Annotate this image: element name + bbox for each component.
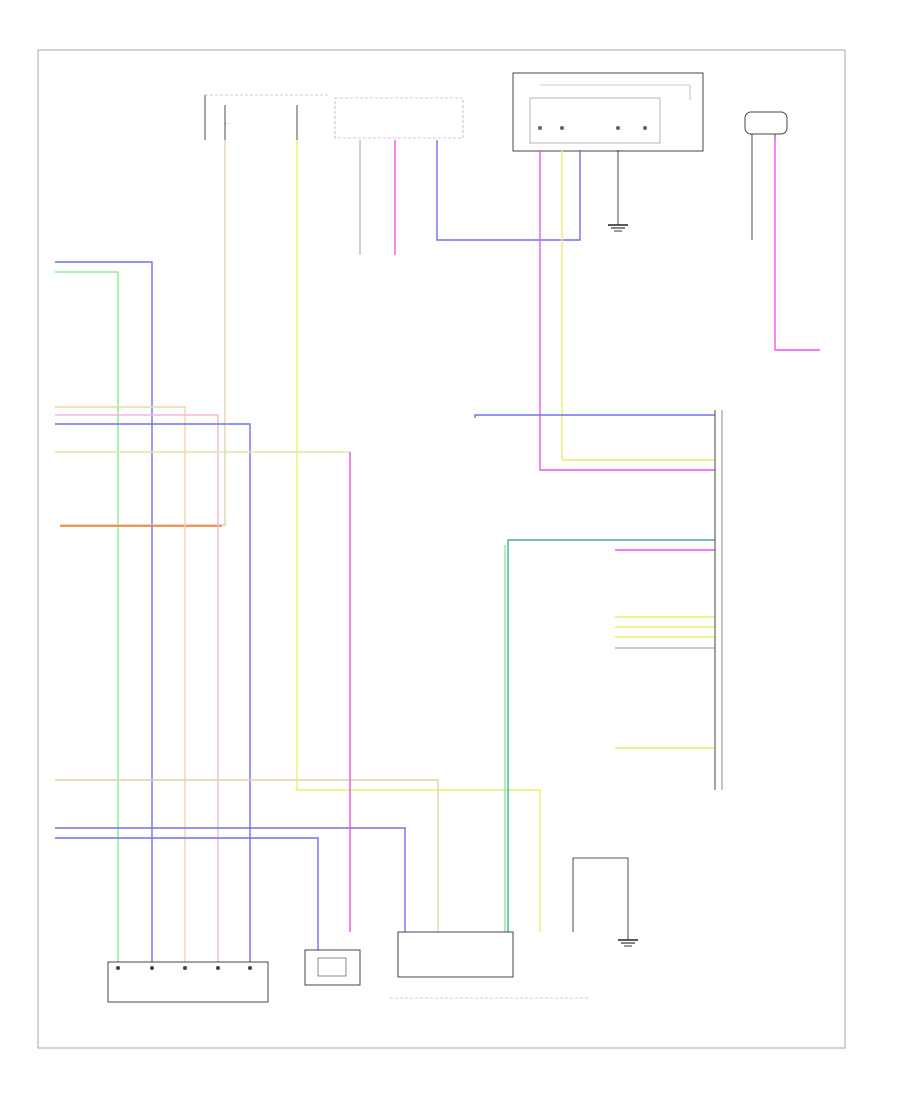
wire-hvac-magenta [539, 150, 715, 471]
temp-actuator-box [390, 931, 590, 999]
wire-tan-bottom [55, 779, 439, 932]
wire-blue-2 [55, 423, 251, 962]
diagram-frame [37, 49, 846, 1049]
hvac-module-box [512, 72, 704, 152]
wire-tan-fuse [60, 140, 226, 526]
ground-bottom [572, 857, 638, 947]
wire-pink-1 [55, 414, 219, 962]
pcm-connector [714, 410, 723, 790]
mode-actuator-box [304, 949, 361, 986]
wire-bcm-blue [436, 140, 581, 241]
power-distribution-area: · · [204, 94, 464, 140]
wire-yellow-fuse2 [296, 140, 541, 932]
ground-mid [608, 150, 628, 232]
blower-motor-box [107, 961, 269, 1003]
wire-green-left [55, 271, 119, 962]
wire-pcm-blue [474, 414, 715, 418]
wire-blue-bottom-2 [55, 837, 319, 950]
wire-pcm-teal [507, 539, 715, 932]
wire-tan-1 [55, 406, 186, 962]
pcm-top-right [744, 111, 788, 240]
wire-hvac-yellow [561, 150, 715, 461]
wire-blue-bottom [55, 827, 406, 932]
wire-yellow-green [55, 451, 351, 932]
fuse-tag-1: · · [225, 122, 229, 127]
wire-right-magenta [774, 140, 820, 351]
wire-blue-left [55, 261, 153, 962]
